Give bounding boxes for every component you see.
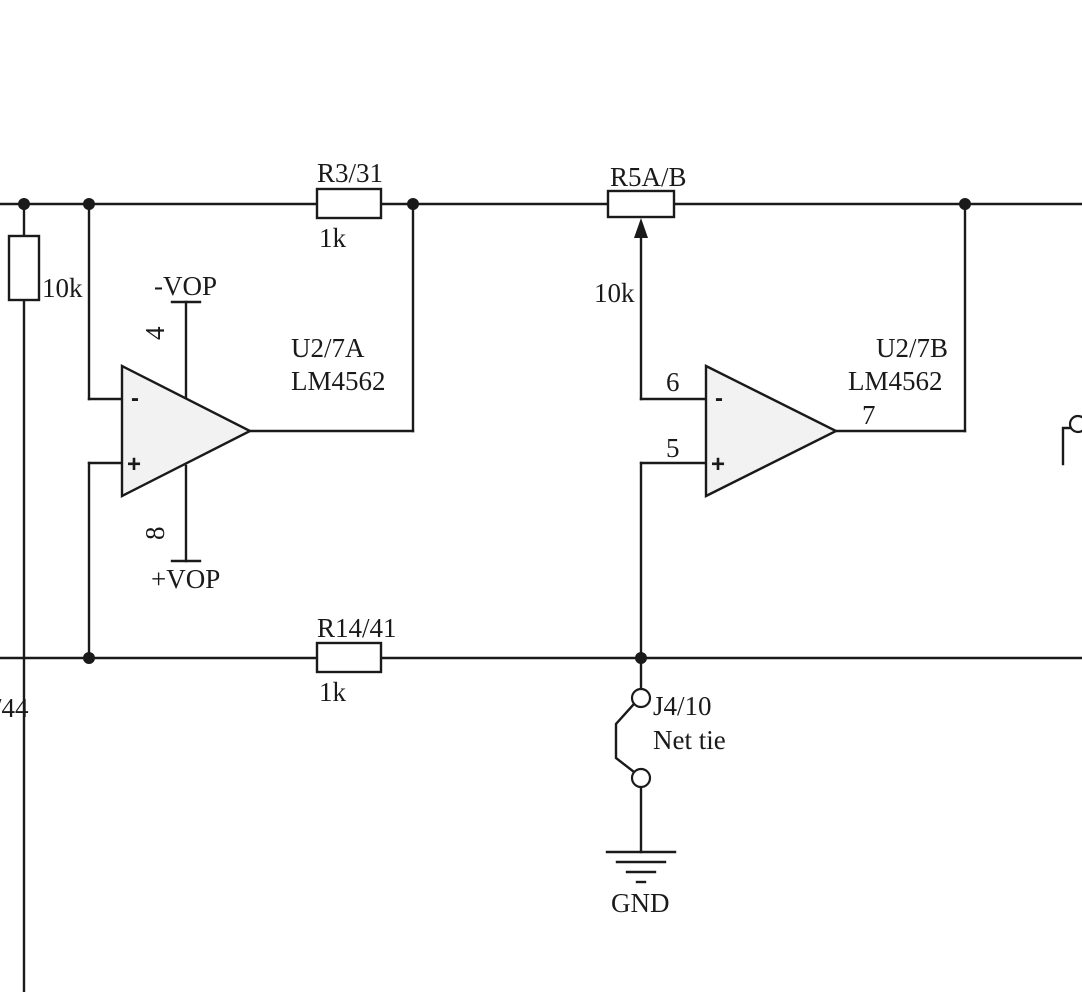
u2a-plus-sign: + <box>127 451 141 478</box>
u2a-pin-8: 8 <box>140 527 170 541</box>
wires <box>0 202 1082 992</box>
u2a-part: LM4562 <box>291 366 386 396</box>
r5-ref: R5A/B <box>610 162 687 192</box>
junction <box>959 198 971 210</box>
j4-desc: Net tie <box>653 725 726 755</box>
junction <box>83 198 95 210</box>
u2a-minus-sign: - <box>131 385 139 412</box>
r3-ref: R3/31 <box>317 158 383 188</box>
u2b-pin-7: 7 <box>862 400 876 430</box>
left-cut-label: /44 <box>0 693 29 723</box>
u2b-minus-sign: - <box>715 385 723 412</box>
u2b-pin-5: 5 <box>666 433 680 463</box>
junctions <box>18 198 971 664</box>
resistor-r3 <box>315 187 383 220</box>
u2b-plus-sign: + <box>711 451 725 478</box>
junction <box>407 198 419 210</box>
u2b-pin-6: 6 <box>666 367 680 397</box>
r5-value: 10k <box>594 278 635 308</box>
opamp-u2b: - + <box>704 364 839 498</box>
r14-ref: R14/41 <box>317 613 397 643</box>
u2b-part: LM4562 <box>848 366 943 396</box>
net-tie-j4 <box>630 687 652 789</box>
opamp-u2a: - + <box>120 364 253 498</box>
j4-ref: J4/10 <box>653 691 712 721</box>
wire-right-partial <box>1061 426 1072 466</box>
right-edge-pin <box>1068 414 1082 434</box>
resistor-10k-left <box>7 234 41 302</box>
junction <box>83 652 95 664</box>
resistor-r14 <box>315 641 383 674</box>
junction <box>18 198 30 210</box>
potentiometer-r5 <box>606 189 676 238</box>
u2b-ref: U2/7B <box>876 333 948 363</box>
r3-value: 1k <box>319 223 347 253</box>
net-tie-path <box>614 702 636 774</box>
r-left-value: 10k <box>42 273 83 303</box>
ground-symbol <box>605 850 677 884</box>
net-vneg: -VOP <box>154 271 217 301</box>
net-gnd: GND <box>611 888 670 918</box>
junction <box>635 652 647 664</box>
r14-value: 1k <box>319 677 347 707</box>
net-vpos: +VOP <box>151 564 220 594</box>
wiper-arrow <box>634 218 648 238</box>
u2a-ref: U2/7A <box>291 333 365 363</box>
u2a-pin-4: 4 <box>140 326 170 340</box>
